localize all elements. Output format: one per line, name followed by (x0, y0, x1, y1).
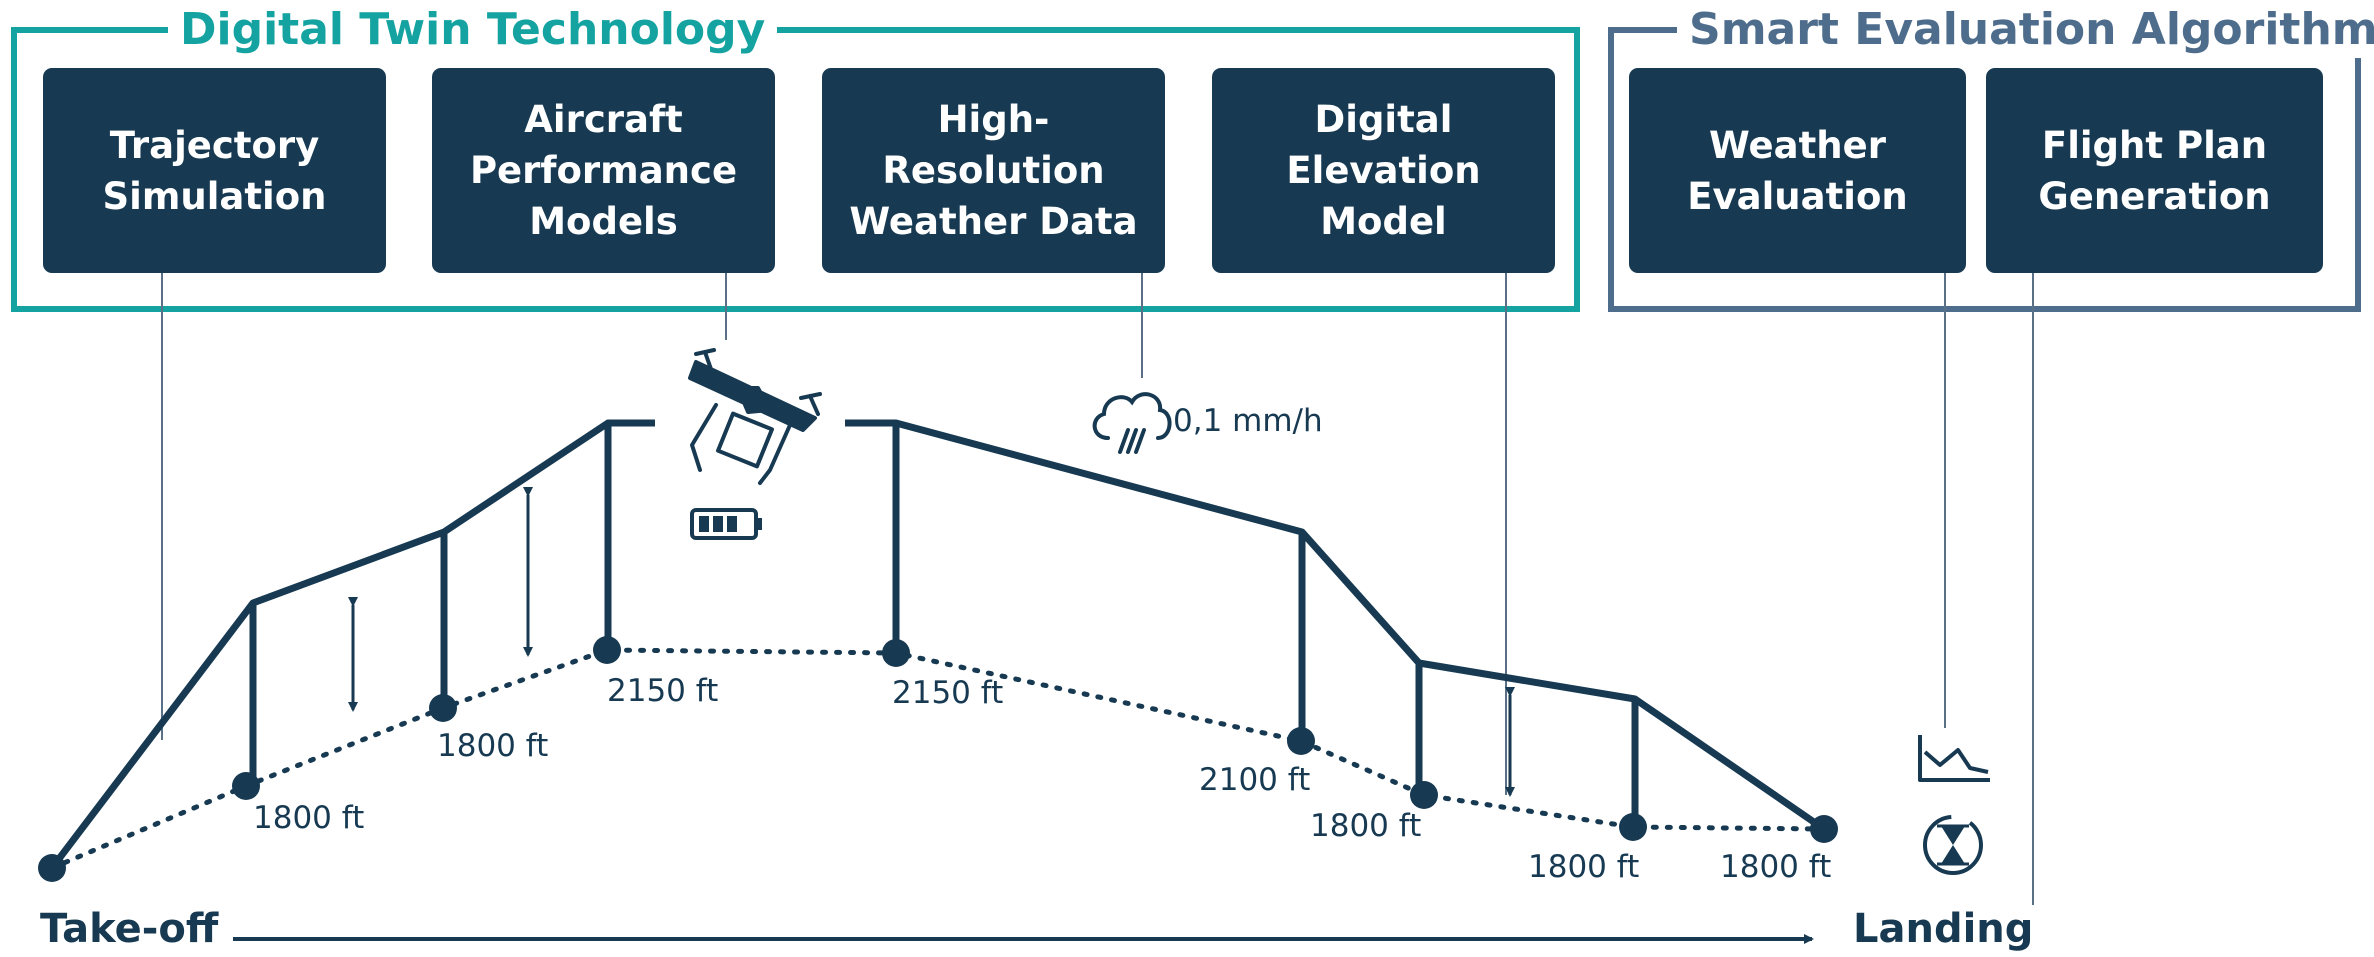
clearance-arrows (348, 487, 1515, 797)
waypoint-7 (1619, 813, 1647, 841)
waypoint-4 (882, 639, 910, 667)
digital-twin-title: Digital Twin Technology (168, 2, 778, 58)
elevation-model-box: Digital Elevation Model (1212, 68, 1555, 273)
box-label: High-Resolution Weather Data (849, 98, 1138, 243)
weather-evaluation-box: Weather Evaluation (1629, 68, 1966, 273)
waypoint-2 (429, 694, 457, 722)
landing-label: Landing (1853, 906, 2034, 952)
hourglass-icon (1923, 815, 1983, 875)
waypoint-3 (593, 636, 621, 664)
altitude-label: 2100 ft (1199, 762, 1311, 798)
box-label: Trajectory Simulation (102, 123, 327, 218)
digital-twin-frame (11, 27, 1580, 312)
box-label: Digital Elevation Model (1286, 98, 1481, 243)
flight-path-right (845, 419, 1826, 832)
rain-rate-label: 0,1 mm/h (1173, 403, 1323, 439)
waypoint-1 (232, 772, 260, 800)
altitude-label: 2150 ft (607, 673, 719, 709)
rain-cloud-icon (1092, 392, 1172, 454)
box-label: Weather Evaluation (1687, 123, 1908, 218)
waypoints (38, 636, 1838, 882)
altitude-label: 1800 ft (437, 728, 549, 764)
waypoint-6 (1410, 781, 1438, 809)
altitude-label: 1800 ft (1528, 849, 1640, 885)
aircraft-performance-box: Aircraft Performance Models (432, 68, 775, 273)
smart-eval-title: Smart Evaluation Algorithm (1677, 2, 2374, 58)
altitude-label: 2150 ft (892, 675, 1004, 711)
chart-icon (1918, 735, 1990, 782)
takeoff-label: Take-off (40, 906, 219, 952)
trajectory-simulation-box: Trajectory Simulation (43, 68, 386, 273)
waypoint-5 (1287, 727, 1315, 755)
box-label: Aircraft Performance Models (469, 98, 738, 243)
weather-data-box: High-Resolution Weather Data (822, 68, 1165, 273)
altitude-label: 1800 ft (1720, 849, 1832, 885)
drone-icon (688, 348, 822, 485)
waypoint-landing (1810, 815, 1838, 843)
altitude-drops (249, 423, 1639, 827)
altitude-label: 1800 ft (1310, 808, 1422, 844)
battery-icon (690, 508, 762, 540)
flight-plan-box: Flight Plan Generation (1986, 68, 2323, 273)
altitude-label: 1800 ft (253, 800, 365, 836)
box-label: Flight Plan Generation (2038, 123, 2271, 218)
waypoint-takeoff (38, 854, 66, 882)
